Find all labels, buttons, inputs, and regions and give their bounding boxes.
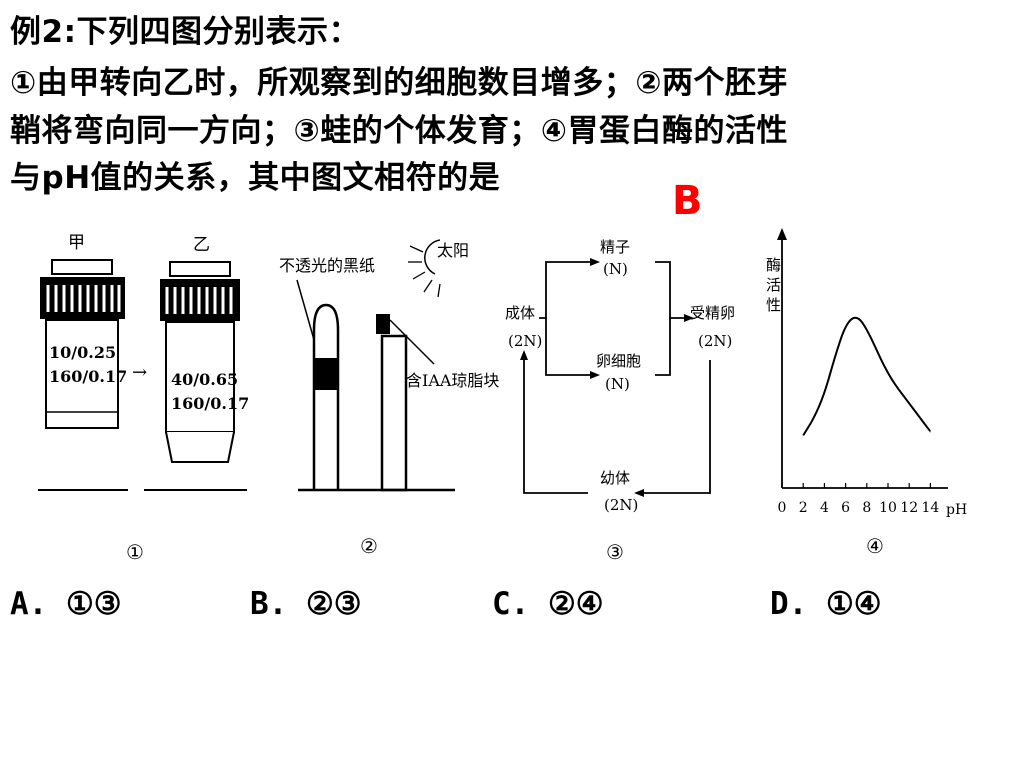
node-egg-2: (N): [605, 375, 630, 393]
question-line-1: 例2:下列四图分别表示：: [10, 14, 360, 50]
lens-jia-spec-2: 160/0.17: [49, 367, 127, 386]
objective-lens-jia: 10/0.25 160/0.17: [40, 259, 127, 429]
figure-number-2: ②: [360, 534, 378, 558]
question-line-3: 鞘将弯向同一方向；③蛙的个体发育；④胃蛋白酶的活性: [10, 113, 788, 149]
coleoptile-2: [376, 314, 435, 492]
node-larva-1: 幼体: [600, 469, 630, 487]
x-tick-label: 8: [862, 500, 871, 516]
activity-curve: [802, 316, 932, 436]
x-tick-label: 14: [921, 500, 939, 516]
node-egg-1: 卵细胞: [596, 352, 641, 370]
node-larva-2: (2N): [604, 496, 638, 514]
option-c[interactable]: C. ②④: [492, 586, 604, 622]
x-tick-label: 6: [841, 500, 850, 516]
y-label-3: 性: [766, 296, 781, 314]
agar-label: 含IAA琼脂块: [406, 371, 499, 390]
node-sperm-2: (N): [603, 260, 628, 278]
question-line-2: ①由甲转向乙时，所观察到的细胞数目增多；②两个胚芽: [10, 65, 788, 101]
x-tick-label: 12: [900, 500, 918, 516]
option-d[interactable]: D. ①④: [770, 586, 882, 622]
y-label-2: 活: [766, 276, 781, 294]
node-zygote-1: 受精卵: [690, 304, 735, 322]
question-line-4: 与pH值的关系，其中图文相符的是: [10, 160, 501, 196]
x-tick-label: 2: [799, 500, 808, 516]
sun-label: 太阳: [437, 241, 469, 260]
figure-3: 成体 (2N) 精子 (N) 卵细胞 (N) 受精卵 (2N) 幼体 (2N) …: [505, 238, 735, 564]
figure-number-3: ③: [606, 540, 624, 564]
label-jia: 甲: [68, 233, 85, 253]
paper-label: 不透光的黑纸: [279, 256, 375, 275]
x-unit: pH: [946, 502, 967, 518]
life-cycle-arrows: [523, 261, 711, 494]
answer-mark: B: [672, 178, 703, 224]
lens-yi-spec-2: 160/0.17: [171, 394, 249, 413]
sun-icon: [408, 239, 441, 298]
arrow-glyph: →: [132, 362, 147, 383]
figure-number-4: ④: [866, 534, 884, 558]
option-a[interactable]: A. ①③: [10, 586, 122, 622]
option-b[interactable]: B. ②③: [250, 586, 362, 622]
coleoptile-1: [312, 303, 340, 490]
y-label-1: 酶: [766, 256, 781, 274]
node-adult-1: 成体: [505, 304, 535, 322]
figure-number-1: ①: [126, 540, 144, 564]
node-sperm-1: 精子: [600, 238, 630, 256]
objective-lens-yi: 40/0.65 160/0.17: [160, 261, 249, 463]
lens-jia-spec-1: 10/0.25: [49, 343, 116, 362]
x-tick-label: 4: [820, 500, 829, 516]
y-axis-arrow: [777, 228, 787, 240]
figure-1: 甲 乙 10/0.25 160/0.17 →: [38, 233, 249, 564]
x-tick-label: 0: [778, 500, 787, 516]
figure-2: 不透光的黑纸 太阳 含IAA琼脂块 ②: [279, 239, 499, 558]
arrow-heads: [520, 258, 694, 497]
lens-yi-spec-1: 40/0.65: [171, 370, 238, 389]
node-adult-2: (2N): [508, 332, 542, 350]
label-yi: 乙: [193, 235, 210, 255]
x-tick-label: 10: [879, 500, 897, 516]
node-zygote-2: (2N): [698, 332, 732, 350]
